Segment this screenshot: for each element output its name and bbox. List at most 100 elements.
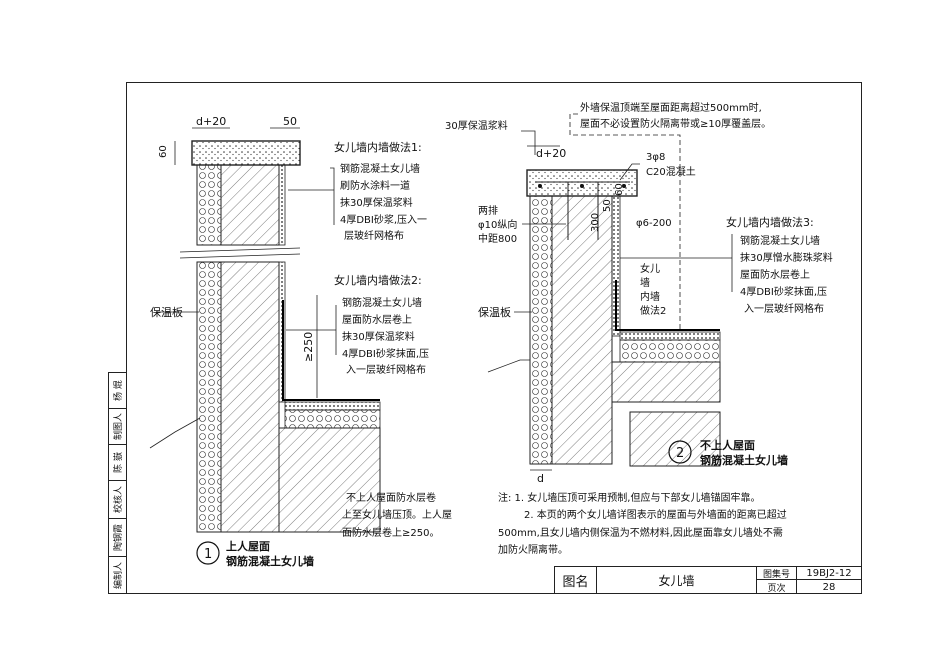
method-3-item: 入一层玻纤网格布 — [744, 302, 824, 315]
page-label: 页次 — [757, 580, 797, 594]
detail2-top-note: 外墙保温顶端至屋面距离超过500mm时, — [580, 101, 762, 114]
method-3-item: 4厚DBI砂浆抹面,压 — [740, 285, 827, 298]
parapet-wall-1-upper — [220, 164, 280, 246]
method-1-title: 女儿墙内墙做法1: — [334, 140, 422, 154]
roof-insulation — [284, 409, 381, 429]
anchor-label: 两排 — [478, 204, 498, 217]
page-number: 28 — [822, 581, 836, 593]
inner-ref: 女儿 — [640, 262, 660, 275]
inner-plaster-2 — [611, 195, 621, 337]
roof-insulation-2 — [619, 339, 721, 363]
detail-number-1: 1 — [204, 547, 212, 562]
sidebar-cell: 制图人 — [109, 409, 126, 445]
roof-slab-1 — [278, 427, 381, 533]
rebar-dot — [538, 184, 542, 188]
drawing-frame — [126, 82, 862, 594]
detail-1: d+20 50 60 ≥250 女儿墙内墙做法1: 钢筋混凝土女儿墙 刷防水涂料… — [149, 115, 452, 568]
sidebar-cell: 陈 嶽 — [109, 445, 126, 481]
anchor-label: 中距800 — [478, 232, 517, 245]
method-2-title: 女儿墙内墙做法2: — [334, 273, 422, 287]
method-3-item: 钢筋混凝土女儿墙 — [740, 234, 820, 247]
sidebar-cell: 校核人 — [109, 481, 126, 519]
atlas-label: 图集号 — [757, 567, 797, 580]
detail-2: 外墙保温顶端至屋面距离超过500mm时, 屋面不必设置防火隔离带或≥10厚覆盖层… — [445, 101, 833, 485]
inner-ref: 做法2 — [640, 304, 666, 317]
lower-wall-2 — [629, 411, 721, 467]
dim-top-1: d+20 — [196, 115, 226, 128]
detail2-top-note: 屋面不必设置防火隔离带或≥10厚覆盖层。 — [580, 117, 771, 130]
concrete-label: C20混凝土 — [646, 165, 696, 178]
title-block: 图名 女儿墙 图集号 19BJ2-12 页次 28 — [554, 566, 862, 594]
insulation-1-lower — [196, 261, 222, 533]
roof-layer-2 — [619, 331, 721, 341]
detail2-title-line2: 钢筋混凝土女儿墙 — [700, 453, 788, 467]
method-1-item: 4厚DBI砂浆,压入一 — [340, 213, 427, 226]
method-2-item: 入一层玻纤网格布 — [346, 363, 426, 376]
waterproof-line-2 — [615, 280, 720, 331]
insulation-1-upper — [196, 164, 222, 246]
method-2-item: 屋面防水层卷上 — [342, 313, 412, 326]
anchor-label: φ10纵向 — [478, 218, 517, 231]
insulation-label-2: 保温板 — [478, 305, 511, 319]
dashed-guide — [569, 113, 681, 330]
detail1-title-line2: 钢筋混凝土女儿墙 — [226, 554, 314, 568]
leader-line — [521, 130, 536, 155]
ground-line — [487, 359, 530, 373]
leader-line — [619, 163, 640, 181]
insulation-2 — [529, 195, 553, 465]
dim-50: 50 — [602, 199, 613, 212]
detail1-title-line1: 上人屋面 — [226, 539, 270, 553]
break-line — [179, 247, 301, 253]
method-2-item: 4厚DBI砂浆抹面,压 — [342, 347, 429, 360]
note-line: 注: 1. 女儿墙压顶可采用预制,但应与下部女儿墙锚固牢靠。 — [498, 491, 760, 504]
detail1-note: 不上人屋面防水层卷 — [346, 491, 436, 504]
method-2-item: 抹30厚保温浆料 — [342, 330, 415, 343]
roof-layer — [284, 401, 381, 411]
general-notes: 注: 1. 女儿墙压顶可采用预制,但应与下部女儿墙锚固牢靠。 2. 本页的两个女… — [498, 491, 787, 556]
detail1-note: 面防水层卷上≥250。 — [342, 526, 439, 539]
ground-line — [149, 417, 201, 449]
inner-ref: 内墙 — [640, 290, 660, 303]
detail-number-2: 2 — [676, 446, 684, 461]
method-1-item: 刷防水涂料一道 — [340, 179, 410, 192]
roof-slab-2 — [611, 361, 721, 403]
coping-2 — [526, 169, 638, 197]
parapet-wall-2 — [551, 195, 613, 465]
drawing-name: 女儿墙 — [597, 567, 757, 594]
dim-250: ≥250 — [302, 332, 315, 362]
method-3-item: 屋面防水层卷上 — [740, 268, 810, 281]
rebar-label: 3φ8 — [646, 152, 665, 163]
method-1-item: 层玻纤网格布 — [344, 229, 404, 242]
signature-sidebar: 杨 焜 制图人 陈 嶽 校核人 陶钢霞 编制人 — [108, 372, 126, 594]
detail1-note: 上至女儿墙压顶。上人屋 — [342, 508, 452, 521]
method-3-item: 抹30厚憎水膨珠浆料 — [740, 251, 833, 264]
inner-ref: 墙 — [640, 276, 650, 289]
dim-top-2: d+20 — [536, 147, 566, 160]
detail-number-circle-1 — [196, 541, 220, 565]
atlas-number: 19BJ2-12 — [797, 567, 861, 580]
detail2-title-line1: 不上人屋面 — [700, 438, 755, 452]
method-3-title: 女儿墙内墙做法3: — [726, 215, 814, 229]
slurry-label: 30厚保温浆料 — [445, 119, 508, 132]
drawing-name-label: 图名 — [555, 567, 597, 594]
detail-number-circle-2 — [668, 440, 692, 464]
coping-1 — [191, 140, 301, 166]
method-2-item: 钢筋混凝土女儿墙 — [342, 296, 422, 309]
sidebar-cell: 杨 焜 — [109, 373, 126, 409]
stirrup-label: φ6-200 — [636, 218, 672, 229]
method-1-item: 钢筋混凝土女儿墙 — [340, 162, 420, 175]
insulation-label-1: 保温板 — [150, 305, 183, 319]
dim-d: d — [537, 472, 544, 485]
rebar-dot — [580, 184, 584, 188]
parapet-wall-1-lower — [220, 261, 280, 533]
dim-300: 300 — [590, 213, 601, 232]
method-1-item: 抹30厚保温浆料 — [340, 196, 413, 209]
note-line: 500mm,且女儿墙内侧保温为不燃材料,因此屋面靠女儿墙处不需 — [498, 526, 783, 539]
dim-height-1: 60 — [158, 145, 169, 158]
leader-line — [330, 167, 335, 225]
dim-right-1: 50 — [283, 115, 297, 128]
break-line — [179, 253, 301, 259]
note-line: 2. 本页的两个女儿墙详图表示的屋面与外墙面的距离已超过 — [524, 508, 787, 521]
